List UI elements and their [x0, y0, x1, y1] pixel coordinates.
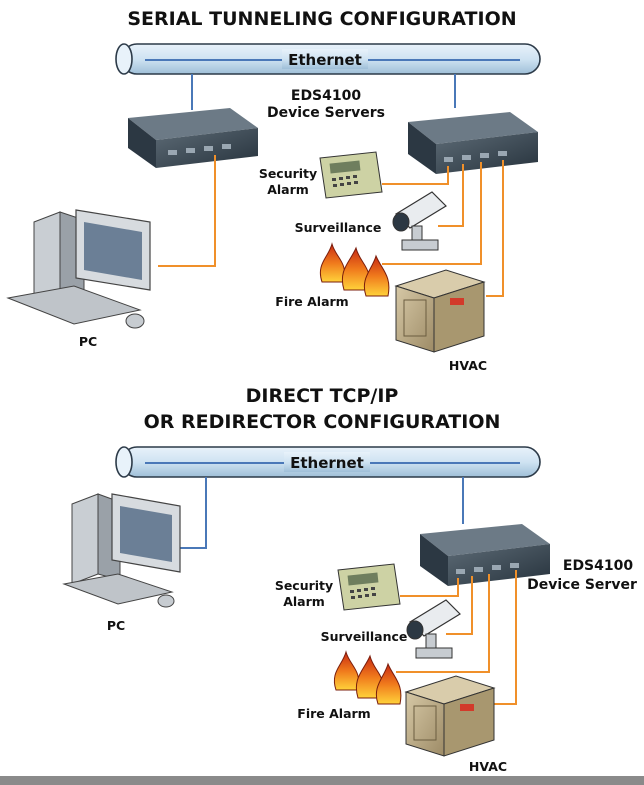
camera-icon [406, 599, 461, 659]
hvac-icon [394, 269, 486, 353]
ethernet-label: Ethernet [288, 51, 362, 69]
hvac-label: HVAC [449, 358, 487, 373]
serial-cables [158, 155, 504, 297]
network-drop-pc [172, 477, 207, 549]
security-alarm-label-line1: Security [259, 166, 317, 181]
camera-icon [392, 191, 447, 251]
section-title: SERIAL TUNNELING CONFIGURATION [127, 8, 516, 30]
security-alarm-icon [337, 563, 401, 611]
device-server-icon [128, 108, 258, 168]
bottom-bar [0, 776, 644, 785]
pc-label: PC [79, 334, 97, 349]
direct-tcpip-section: DIRECT TCP/IP OR REDIRECTOR CONFIGURATIO… [62, 385, 637, 774]
ethernet-pipe: Ethernet [115, 43, 541, 75]
pc-icon [6, 209, 151, 329]
fire-icon [333, 650, 402, 705]
surveillance-label: Surveillance [321, 629, 408, 644]
ethernet-label: Ethernet [290, 454, 364, 472]
device-server-icon [420, 524, 550, 586]
device-label-line2: Device Server [527, 577, 637, 593]
device-server-icon [408, 112, 538, 174]
security-alarm-icon [319, 151, 383, 199]
serial-cables [396, 570, 517, 705]
pc-icon [62, 493, 181, 608]
security-alarm-label-line1: Security [275, 578, 333, 593]
section-title-line2: OR REDIRECTOR CONFIGURATION [144, 411, 501, 433]
hvac-icon [404, 675, 496, 757]
device-label-line2: Device Servers [267, 105, 385, 121]
fire-alarm-label: Fire Alarm [297, 706, 370, 721]
device-label-line1: EDS4100 [563, 558, 633, 574]
section-title-line1: DIRECT TCP/IP [246, 385, 399, 407]
surveillance-label: Surveillance [295, 220, 382, 235]
serial-tunneling-section: SERIAL TUNNELING CONFIGURATION Ethernet … [6, 8, 541, 373]
pc-label: PC [107, 618, 125, 633]
security-alarm-label-line2: Alarm [283, 594, 325, 609]
fire-alarm-label: Fire Alarm [275, 294, 348, 309]
fire-icon [319, 242, 390, 297]
device-label-line1: EDS4100 [291, 88, 361, 104]
security-alarm-label-line2: Alarm [267, 182, 309, 197]
hvac-label: HVAC [469, 759, 507, 774]
ethernet-pipe: Ethernet [115, 446, 541, 478]
